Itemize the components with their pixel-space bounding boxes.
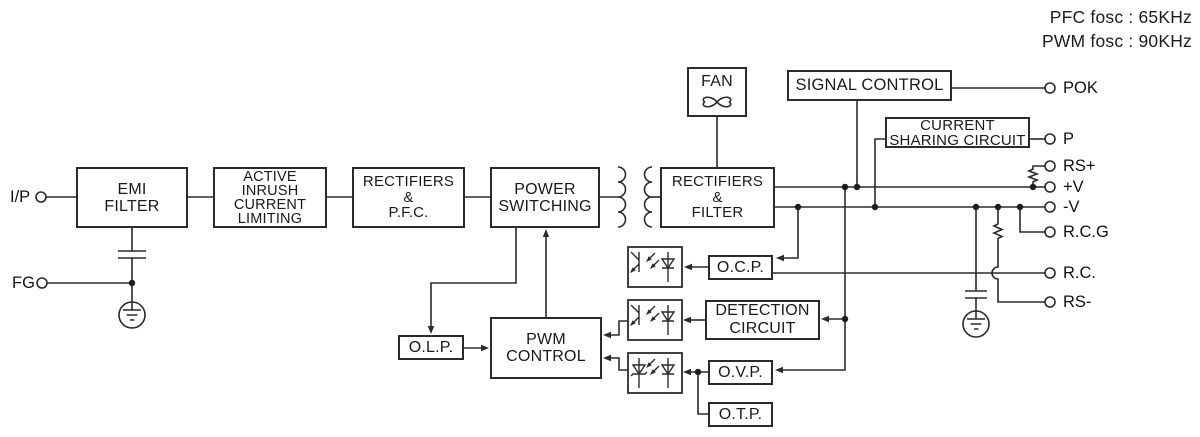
- arrow-opto2-light-2: [650, 316, 656, 322]
- arrow-into-opto3: [683, 368, 691, 376]
- wire-vplus-to-ovp: [781, 187, 846, 371]
- terminal-label-rcg: R.C.G: [1063, 223, 1109, 241]
- terminal-p-circle: [1044, 133, 1056, 145]
- transformer-icon: [617, 166, 653, 228]
- terminal-label-rs-minus: RS-: [1063, 293, 1092, 311]
- wire-vminus-to-ocp: [782, 207, 799, 259]
- arrow-olp-into-pwm: [481, 344, 489, 352]
- block-olp: O.L.P.: [398, 335, 464, 360]
- wire-rs-plus-with-resistor: [1026, 165, 1045, 187]
- arrow-into-opto1: [684, 263, 692, 271]
- block-rectifiers-filter: RECTIFIERS & FILTER: [660, 167, 775, 228]
- block-ocp: O.C.P.: [708, 255, 773, 280]
- optocoupler-2-icon: [630, 304, 676, 335]
- arrow-into-opto2: [683, 316, 691, 324]
- block-emi-filter: EMI FILTER: [76, 167, 188, 228]
- wire-rs-minus-with-resistor: [991, 207, 1045, 303]
- terminal-rc-circle: [1044, 267, 1056, 279]
- block-current-sharing-circuit: CURRENT SHARING CIRCUIT: [885, 117, 1030, 148]
- terminal-label-rc: R.C.: [1063, 264, 1096, 282]
- capacitor-icon-left: [118, 250, 146, 259]
- terminal-label-v-minus: -V: [1063, 198, 1080, 216]
- ground-icon-right: [962, 310, 990, 338]
- terminal-rs-plus-circle: [1044, 160, 1056, 172]
- terminal-v-plus-circle: [1044, 181, 1056, 193]
- arrow-opto2-into-pwm: [603, 331, 611, 339]
- terminal-pok-circle: [1044, 82, 1056, 94]
- arrow-opto2-light-1: [646, 309, 652, 315]
- block-detection-circuit: DETECTION CIRCUIT: [705, 300, 820, 340]
- optocoupler-2-box: [627, 299, 683, 341]
- wire-powersw-to-olp: [430, 228, 517, 327]
- optocoupler-1-box: [627, 246, 683, 288]
- block-otp: O.T.P.: [708, 402, 773, 427]
- arrow-opto1-light-1: [646, 256, 652, 262]
- terminal-ip-circle: [35, 191, 47, 203]
- arrow-opto1-light-2: [650, 263, 656, 269]
- block-power-switching: POWER SWITCHING: [490, 167, 600, 228]
- arrow-opto1-emitter: [630, 267, 636, 273]
- arrow-into-ocp: [776, 254, 784, 262]
- arrow-into-detection: [821, 315, 829, 323]
- arrow-opto3-light-2: [650, 369, 656, 375]
- block-pwm-control: PWM CONTROL: [490, 317, 602, 379]
- block-signal-control: SIGNAL CONTROL: [787, 70, 952, 101]
- terminal-rcg-circle: [1044, 226, 1056, 238]
- wire-opto3-to-pwm: [610, 357, 628, 371]
- block-ovp: O.V.P.: [708, 360, 773, 385]
- pwm-fosc-note: PWM fosc : 90KHz: [1041, 31, 1192, 51]
- ground-icon-left: [118, 301, 146, 329]
- wire-rcg: [1019, 207, 1045, 233]
- terminal-label-v-plus: +V: [1063, 178, 1084, 196]
- terminal-fg-circle: [36, 277, 48, 289]
- optocoupler-3-icon: [630, 358, 676, 388]
- terminal-label-ip: I/P: [10, 188, 31, 206]
- terminal-label-p: P: [1063, 130, 1075, 148]
- terminal-label-rs-plus: RS+: [1063, 157, 1096, 175]
- wire-otp-to-ovp-node: [697, 372, 708, 415]
- arrow-into-olp-top: [427, 326, 435, 334]
- capacitor-icon-right: [965, 290, 987, 299]
- block-fan: FAN: [687, 67, 747, 117]
- wire-currentsharing-to-vminus: [874, 138, 885, 207]
- optocoupler-3-box: [627, 352, 683, 394]
- terminal-v-minus-circle: [1044, 201, 1056, 213]
- oscillator-frequency-notes: PFC fosc : 65KHz PWM fosc : 90KHz: [1042, 5, 1192, 53]
- terminal-label-pok: POK: [1063, 79, 1098, 97]
- arrow-opto3-into-pwm: [603, 354, 611, 362]
- terminal-label-fg: FG: [12, 274, 35, 292]
- arrow-opto3-light-1: [646, 362, 652, 368]
- optocoupler-1-icon: [630, 251, 676, 282]
- pfc-fosc-note: PFC fosc : 65KHz: [1049, 7, 1192, 27]
- wire-opto2-to-pwm: [610, 320, 628, 336]
- terminal-rs-minus-circle: [1044, 296, 1056, 308]
- arrow-pwm-into-powersw: [542, 229, 550, 237]
- arrow-into-ovp: [775, 366, 783, 374]
- block-rectifiers-pfc: RECTIFIERS & P.F.C.: [352, 167, 465, 228]
- block-active-inrush-current-limiting: ACTIVE INRUSH CURRENT LIMITING: [213, 167, 327, 228]
- arrow-opto2-emitter: [630, 320, 636, 326]
